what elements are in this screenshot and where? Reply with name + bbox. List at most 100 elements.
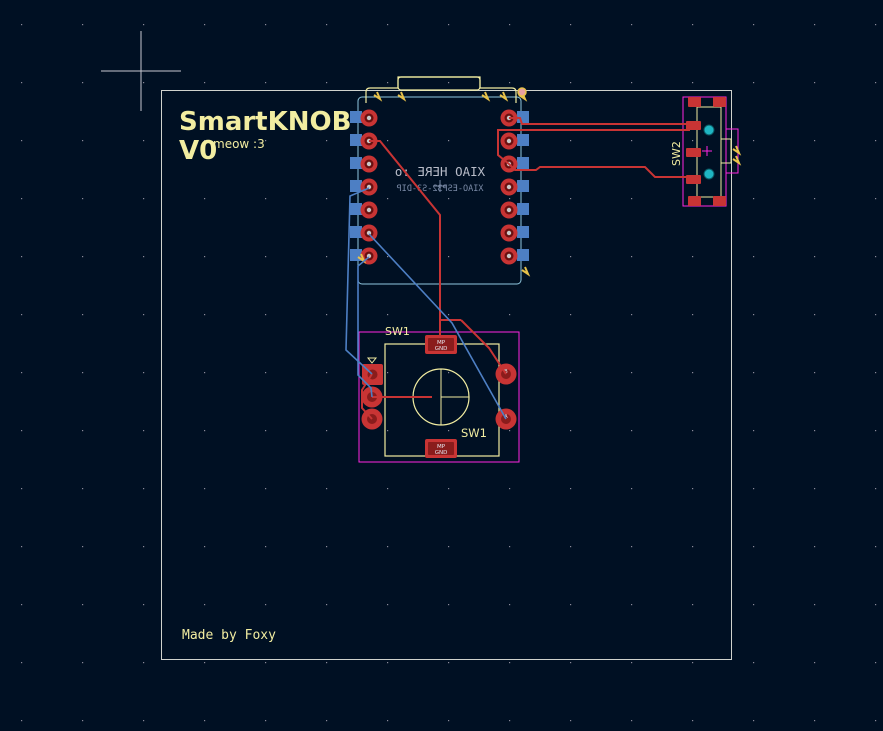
grid-dot [204,488,206,490]
grid-dot [387,720,389,722]
grid-dot [875,488,877,490]
grid-dot [265,720,267,722]
slide-switch-sw2[interactable]: SW2 [670,96,742,207]
grid-dot [692,24,694,26]
xiao-left-pad[interactable] [360,201,378,219]
grid-dot [387,198,389,200]
xiao-module-name: XIAO HERE :o [395,164,485,179]
grid-dot [21,604,23,606]
grid-dot [82,24,84,26]
grid-dot [753,604,755,606]
xiao-left-pad[interactable] [360,109,378,127]
grid-dot [509,604,511,606]
xiao-right-pad[interactable] [500,224,518,242]
svg-text:B: B [504,369,508,375]
grid-dot [204,720,206,722]
grid-dot [21,372,23,374]
grid-dot [814,198,816,200]
grid-dot [326,662,328,664]
grid-dot [570,488,572,490]
grid-dot [509,82,511,84]
grid-dot [448,82,450,84]
board-subtitle: meow :3 [213,137,265,151]
grid-dot [631,488,633,490]
grid-dot [631,546,633,548]
grid-dot [448,662,450,664]
grid-dot [814,488,816,490]
grid-dot [692,82,694,84]
grid-dot [387,24,389,26]
grid-dot [631,256,633,258]
grid-dot [204,314,206,316]
front-copper-tracks[interactable] [361,117,690,420]
grid-dot [814,604,816,606]
grid-dot [82,372,84,374]
grid-dot [631,198,633,200]
switch-hole-bottom [703,168,715,180]
grid-dot [21,82,23,84]
grid-dot [631,372,633,374]
grid-dot [570,720,572,722]
grid-dot [692,546,694,548]
grid-dot [570,24,572,26]
grid-dot [21,140,23,142]
encoder-mount-pad-top[interactable]: MP GND [425,335,457,354]
grid-dot [143,256,145,258]
grid-dot [448,140,450,142]
xiao-right-pad[interactable] [500,201,518,219]
grid-dot [448,314,450,316]
grid-dot [204,430,206,432]
encoder-pin1-triangle [366,357,378,364]
grid-dot [875,430,877,432]
grid-dot [204,82,206,84]
grid-dot [326,604,328,606]
grid-dot [814,24,816,26]
grid-dot [82,314,84,316]
grid-dot [509,720,511,722]
rotary-encoder-sw1[interactable]: SW1 SW1 MP GND MP GND [358,325,520,463]
grid-dot [631,720,633,722]
grid-dot [326,314,328,316]
xiao-origin-marker [517,87,527,97]
grid-dot [875,604,877,606]
grid-dot [692,372,694,374]
xiao-left-pad[interactable] [360,155,378,173]
grid-dot [631,314,633,316]
grid-dot [265,488,267,490]
grid-dot [265,546,267,548]
grid-dot [204,256,206,258]
grid-dot [143,720,145,722]
xiao-left-pad[interactable] [360,178,378,196]
grid-dot [692,256,694,258]
grid-dot [570,256,572,258]
switch-hole-top [703,124,715,136]
xiao-module[interactable]: XIAO HERE :o XIAO-ESP32-S3-DIP [350,76,531,285]
grid-dot [143,82,145,84]
grid-dot [814,314,816,316]
xiao-back-pads [350,111,529,261]
grid-dot [814,430,816,432]
back-copper-tracks[interactable] [345,187,507,420]
grid-dot [387,662,389,664]
grid-dot [143,24,145,26]
xiao-right-pad[interactable] [500,178,518,196]
xiao-left-pad[interactable] [360,224,378,242]
encoder-mount-pad-bottom[interactable]: MP GND [425,439,457,458]
grid-dot [265,662,267,664]
xiao-right-pad[interactable] [500,247,518,265]
grid-dot [265,372,267,374]
grid-dot [875,372,877,374]
grid-dot [753,488,755,490]
grid-dot [326,720,328,722]
grid-dot [509,198,511,200]
grid-dot [631,24,633,26]
grid-dot [692,488,694,490]
grid-dot [143,662,145,664]
grid-dot [875,546,877,548]
grid-dot [875,24,877,26]
xiao-right-pad[interactable] [500,132,518,150]
grid-dot [82,662,84,664]
grid-dot [448,372,450,374]
grid-dot [875,662,877,664]
